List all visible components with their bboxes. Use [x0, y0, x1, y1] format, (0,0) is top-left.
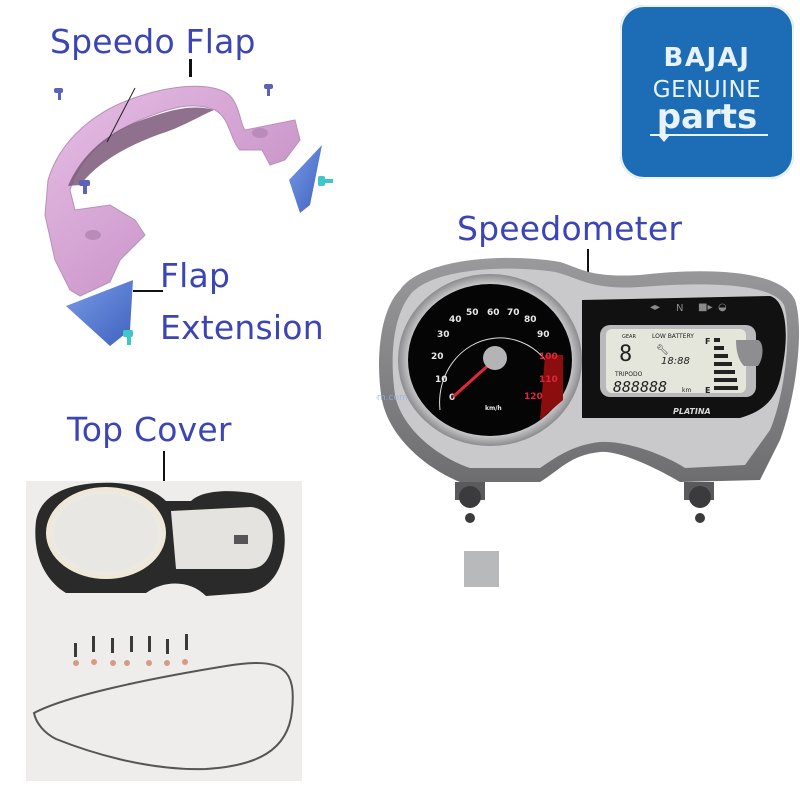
lcd-gear-label: GEAR [622, 334, 636, 340]
speedo-flap-label: Speedo Flap [50, 22, 256, 61]
speedo-flap-leader-line [189, 59, 192, 77]
flap-extension-label-line1: Flap [160, 256, 231, 295]
oil-icon: ◒ [718, 302, 727, 313]
flap-extension-leader-line [133, 290, 163, 292]
lcd-low-battery: LOW BATTERY [652, 333, 694, 340]
washers [73, 659, 188, 666]
fuel-gauge-bars [714, 338, 738, 390]
gauge-tick-120: 120 [524, 392, 543, 402]
lcd-clock: 18:88 [661, 356, 690, 367]
lcd-gear-value: 8 [619, 342, 632, 367]
gauge-tick-60: 60 [487, 308, 500, 318]
logo-parts-text: parts [656, 97, 758, 137]
top-cover-leader-line [163, 451, 165, 482]
speedometer-leader-line [587, 249, 589, 279]
gauge-tick-40: 40 [449, 315, 462, 325]
gauge-tick-50: 50 [466, 308, 479, 318]
gauge-tick-70: 70 [507, 308, 520, 318]
wrench-icon: 🔧︎ [656, 344, 669, 356]
watermark: 99rpm.com [376, 393, 408, 403]
logo-genuine-text: GENUINE [652, 77, 762, 103]
speedometer-image: 0 10 20 30 40 50 60 70 80 90 100 110 120… [376, 257, 800, 523]
gauge-tick-0: 0 [449, 393, 455, 403]
gauge-unit: km/h [485, 405, 502, 412]
screws [74, 634, 188, 657]
speedo-flap-part-image [44, 84, 333, 346]
gauge-tick-30: 30 [437, 330, 450, 340]
top-cover-label: Top Cover [67, 410, 232, 449]
lcd-fuel-full: F [705, 337, 710, 346]
lcd-odo-unit: km [682, 387, 691, 394]
top-cover-photo [26, 481, 302, 781]
gray-placeholder-square [464, 551, 499, 587]
model-name: PLATINA [673, 407, 711, 416]
neutral-indicator: N [676, 303, 683, 314]
gauge-tick-100: 100 [539, 352, 558, 362]
gauge-tick-80: 80 [524, 315, 537, 325]
logo-arrow-icon [658, 135, 670, 142]
speedometer-label: Speedometer [457, 209, 683, 248]
flap-extension-label-line2: Extension [160, 308, 324, 347]
gauge-tick-110: 110 [539, 375, 558, 385]
turn-signal-icon: ◂▸ [650, 302, 660, 313]
bajaj-genuine-parts-logo: BAJAJ GENUINE parts [620, 5, 794, 179]
screw-icon [54, 84, 273, 194]
logo-brand-text: BAJAJ [663, 43, 751, 73]
lcd-trip-label: TRIPODO [614, 371, 643, 378]
gauge-tick-10: 10 [435, 375, 448, 385]
gauge-tick-20: 20 [431, 352, 444, 362]
gauge-tick-90: 90 [537, 330, 550, 340]
lcd-fuel-empty: E [705, 386, 710, 395]
logo-underline [650, 134, 768, 136]
lcd-odometer: 888888 [613, 378, 667, 396]
headlight-icon: ■▸ [698, 302, 712, 313]
